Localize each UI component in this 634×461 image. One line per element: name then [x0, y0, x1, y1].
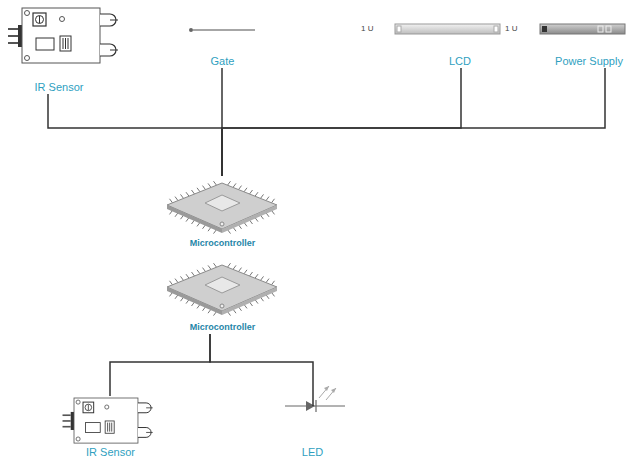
microcontroller-chip: [167, 183, 277, 229]
chip-die: [205, 195, 240, 211]
chip-pin: [214, 181, 217, 185]
led-bar: [315, 400, 316, 412]
microcontroller-box: Microcontroller: [160, 176, 285, 250]
unit-label: 1 U: [505, 24, 517, 34]
component-box: IR Sensor: [58, 396, 163, 459]
chip-pin: [239, 186, 242, 190]
chip-pin: [175, 279, 178, 283]
component-box: Power Supply: [545, 20, 633, 68]
chip-pin: [214, 263, 217, 267]
chip-pin: [186, 192, 189, 196]
led-ray-head: [331, 388, 336, 393]
chip-pin: [186, 274, 189, 278]
chip-pin: [208, 265, 211, 269]
chip-pin: [244, 188, 247, 192]
chip-pin: [261, 276, 264, 280]
power-switch: [542, 26, 547, 32]
wire: [110, 334, 210, 396]
lcd-tab: [397, 26, 401, 32]
wire: [222, 68, 605, 176]
chip-pin: [233, 265, 236, 269]
lcd-tab: [494, 26, 498, 32]
chip-pin: [181, 194, 184, 198]
wire: [210, 334, 313, 406]
chip-pin: [170, 281, 173, 285]
chip-pin: [170, 199, 173, 203]
chip-pin: [208, 183, 211, 187]
chip-pin: [250, 190, 253, 194]
chip-pin: [255, 274, 258, 278]
gate-arm: [193, 29, 255, 31]
component-box: Gate: [185, 20, 260, 68]
chip-side: [167, 205, 222, 233]
unit-label: 1 U: [361, 24, 373, 34]
chip-side: [222, 287, 277, 315]
chip-pin: [192, 272, 195, 276]
power-supply-icon: [540, 24, 625, 34]
chip-pin: [255, 192, 258, 196]
component-box: LCD: [405, 20, 515, 68]
chip-pin: [266, 197, 269, 201]
chip-pin: [192, 190, 195, 194]
chip-side: [222, 205, 277, 233]
wire: [222, 68, 461, 176]
chip-side: [167, 287, 222, 315]
chip-label: Microcontroller: [160, 322, 285, 333]
component-label: LED: [270, 446, 355, 458]
component-box: LED: [270, 406, 355, 459]
chip-pin: [272, 199, 275, 203]
component-label: IR Sensor: [58, 446, 163, 458]
component-label: Power Supply: [545, 55, 633, 67]
chip-pin: [175, 197, 178, 201]
component-label: Gate: [185, 55, 260, 67]
component-label: IR Sensor: [5, 81, 113, 93]
led-ray-head: [324, 386, 329, 391]
led-light-ray: [319, 386, 329, 398]
chip-pin: [228, 263, 231, 267]
chip-dot: [220, 222, 224, 226]
chip-pin: [203, 186, 206, 190]
chip-die: [205, 277, 240, 293]
microcontroller-box: Microcontroller: [160, 256, 285, 334]
chip-pin: [244, 270, 247, 274]
chip-pin: [197, 270, 200, 274]
lcd-icon: [395, 24, 500, 34]
chip-pin: [239, 268, 242, 272]
chip-pin: [181, 276, 184, 280]
chip-pin: [197, 188, 200, 192]
ir-sensor-icon: [63, 398, 153, 443]
power-socket: [598, 26, 603, 32]
chip-dot: [220, 304, 224, 308]
chip-pin: [203, 268, 206, 272]
wire: [48, 94, 222, 176]
chip-pin: [266, 279, 269, 283]
chip-pin: [272, 281, 275, 285]
led-light-ray: [326, 388, 336, 400]
component-label: LCD: [405, 55, 515, 67]
component-box: IR Sensor: [5, 4, 113, 94]
microcontroller-chip: [167, 265, 277, 311]
chip-pin: [261, 194, 264, 198]
chip-pin: [228, 181, 231, 185]
chip-pin: [250, 272, 253, 276]
power-socket: [606, 26, 611, 32]
ir-sensor-icon: [8, 8, 118, 63]
chip-label: Microcontroller: [160, 238, 285, 249]
gate-pivot: [189, 28, 193, 32]
chip-pin: [233, 183, 236, 187]
